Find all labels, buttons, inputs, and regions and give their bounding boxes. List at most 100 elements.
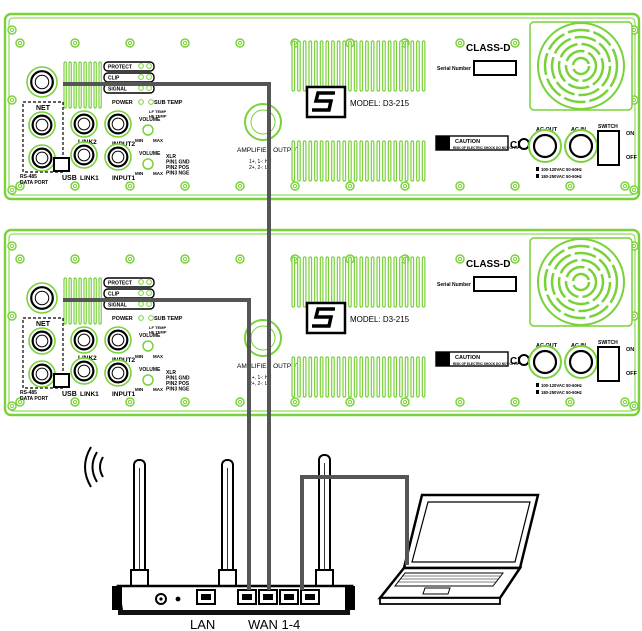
volume-knob-1[interactable]: [142, 374, 154, 386]
serial-number-label: Serial Number: [437, 282, 471, 288]
serial-number-label: Serial Number: [437, 66, 471, 72]
caution-sub-label: RISK OF ELECTRIC SHOCK DO NOT OPEN: [453, 362, 519, 366]
power-label: POWER: [112, 100, 133, 106]
input1-label: INPUT1: [112, 175, 136, 182]
link1-port[interactable]: [70, 357, 98, 385]
wan-ports[interactable]: [237, 589, 320, 605]
max-label: MAX: [153, 138, 163, 143]
serial-number-box: [473, 276, 517, 292]
model-label: MODEL: D3-215: [350, 315, 410, 324]
net-port[interactable]: [26, 66, 58, 98]
data-port-upper[interactable]: [28, 111, 56, 139]
input2-port[interactable]: [104, 110, 132, 138]
net-label: NET: [36, 321, 51, 328]
net-port[interactable]: [26, 282, 58, 314]
voltage-label: 100-120VAC 50-60Hz: [541, 167, 582, 172]
max-label: MAX: [153, 171, 163, 176]
min-label: MIN: [135, 171, 143, 176]
vent-center-top: [291, 256, 426, 308]
usb-label: USB: [62, 175, 77, 182]
wifi-signal-icon: [84, 446, 104, 488]
power-switch[interactable]: [597, 346, 620, 382]
indicator-label: CLIP: [108, 292, 120, 298]
indicator-label: PROTECT: [108, 65, 132, 71]
voltage-label: 180-250VAC 50-60Hz: [541, 174, 582, 179]
xlr-pin-label: PIN2 POS: [166, 381, 190, 387]
model-label: MODEL: D3-215: [350, 99, 410, 108]
brand-label: CLASS-D: [466, 259, 510, 270]
fan-grille: [529, 21, 633, 111]
data-port-lower[interactable]: [28, 144, 56, 172]
input2-port[interactable]: [104, 326, 132, 354]
ac-out-port[interactable]: [528, 345, 562, 379]
on-label: ON: [626, 347, 634, 353]
serial-number-box: [473, 60, 517, 76]
ac-in-port[interactable]: [564, 345, 598, 379]
vent-center-bottom: [291, 140, 426, 182]
link1-label: LINK1: [80, 175, 99, 182]
indicator-label: CLIP: [108, 76, 120, 82]
amplifier-output-port[interactable]: [244, 103, 282, 141]
router: LAN WAN 1-4: [84, 446, 355, 631]
data-port-lower[interactable]: [28, 360, 56, 388]
wan-label: WAN 1-4: [248, 617, 300, 631]
off-label: OFF: [626, 155, 638, 161]
brand-logo: [305, 301, 347, 335]
caution-label: CAUTION: [455, 139, 480, 145]
caution-label: CAUTION: [455, 355, 480, 361]
indicator-label: SIGNAL: [108, 87, 127, 93]
volume-knob-2[interactable]: [142, 124, 154, 136]
voltage-label: 100-120VAC 50-60Hz: [541, 383, 582, 388]
cable-laptop: [300, 475, 409, 590]
caution-sub-label: RISK OF ELECTRIC SHOCK DO NOT OPEN: [453, 146, 519, 150]
link2-port[interactable]: [70, 326, 98, 354]
brand-label: CLASS-D: [466, 43, 510, 54]
xlr-pin-label: PIN3 NGE: [166, 171, 190, 177]
power-switch[interactable]: [597, 130, 620, 166]
input1-port[interactable]: [104, 359, 132, 387]
lan-port[interactable]: [196, 589, 216, 605]
vent-center-bottom: [291, 356, 426, 398]
sub-temp-label: SUB TEMP: [154, 100, 183, 106]
indicator-label: SIGNAL: [108, 303, 127, 309]
ac-out-port[interactable]: [528, 129, 562, 163]
xlr-pin-label: PIN3 NGE: [166, 387, 190, 393]
link1-label: LINK1: [80, 391, 99, 398]
sub-temp-label: SUB TEMP: [154, 316, 183, 322]
ce-mark: CE: [510, 140, 524, 151]
volume-label: VOLUME: [139, 333, 161, 339]
link1-port[interactable]: [70, 141, 98, 169]
xlr-pin-label: PIN2 POS: [166, 165, 190, 171]
volume-label: VOLUME: [139, 367, 161, 373]
volume-label: VOLUME: [139, 151, 161, 157]
link2-port[interactable]: [70, 110, 98, 138]
data-port-upper[interactable]: [28, 327, 56, 355]
volume-label: VOLUME: [139, 117, 161, 123]
net-label: NET: [36, 105, 51, 112]
on-label: ON: [626, 131, 634, 137]
input1-port[interactable]: [104, 143, 132, 171]
vent-center-top: [291, 40, 426, 92]
switch-label: SWITCH: [598, 124, 618, 130]
xlr-pin-label: XLR: [166, 370, 176, 376]
max-label: MAX: [153, 387, 163, 392]
power-label: POWER: [112, 316, 133, 322]
antenna-center: [218, 459, 237, 589]
input1-label: INPUT1: [112, 391, 136, 398]
min-label: MIN: [135, 138, 143, 143]
volume-knob-1[interactable]: [142, 158, 154, 170]
voltage-label: 180-250VAC 50-60Hz: [541, 390, 582, 395]
min-label: MIN: [135, 354, 143, 359]
brand-logo: [305, 85, 347, 119]
volume-knob-2[interactable]: [142, 340, 154, 352]
ac-in-port[interactable]: [564, 129, 598, 163]
usb-label: USB: [62, 391, 77, 398]
